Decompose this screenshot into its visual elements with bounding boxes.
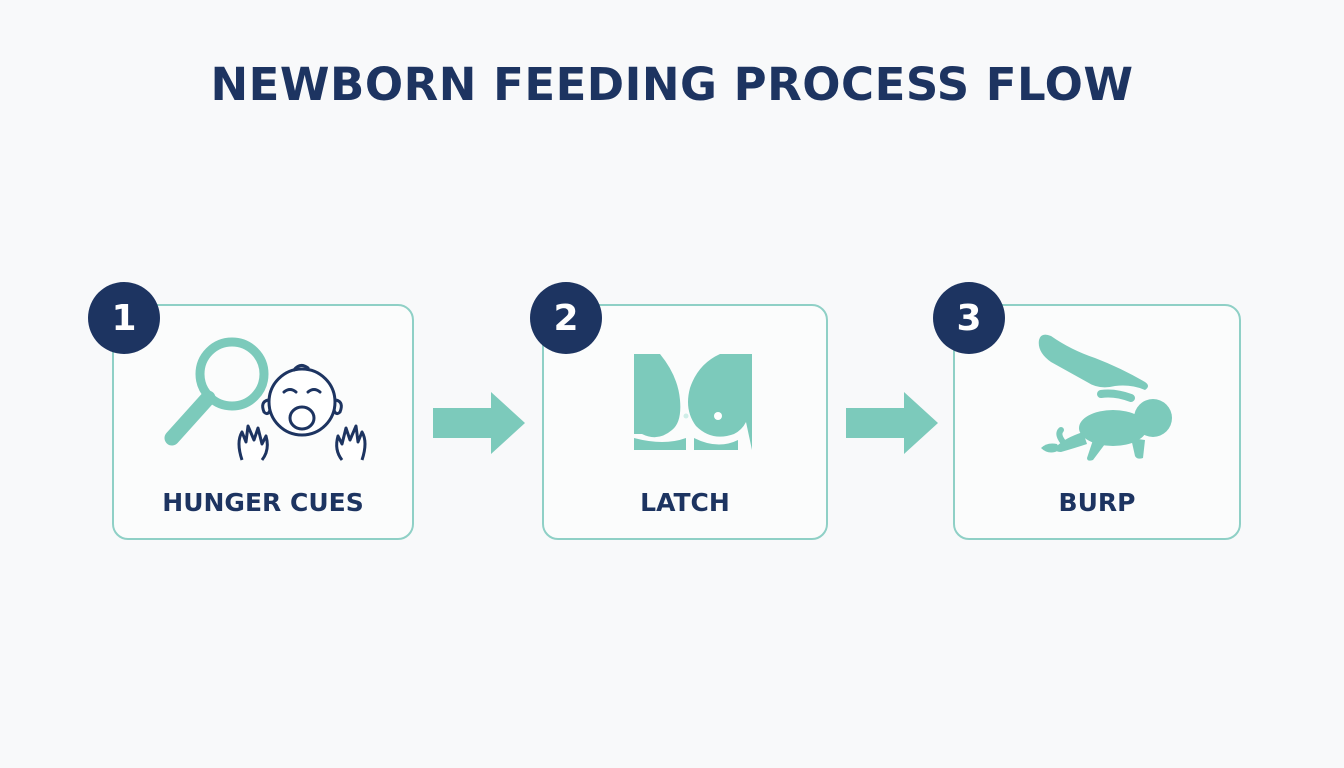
step-card-burp: BURP <box>953 304 1241 540</box>
page-title: NEWBORN FEEDING PROCESS FLOW <box>210 58 1134 111</box>
step-label: BURP <box>1058 488 1136 517</box>
step-number-badge: 1 <box>88 282 160 354</box>
step-number-badge: 2 <box>530 282 602 354</box>
step-label: HUNGER CUES <box>162 488 364 517</box>
breastfeeding-latch-icon <box>634 354 752 450</box>
hand-patting-baby-icon <box>1038 334 1172 461</box>
step-number-badge: 3 <box>933 282 1005 354</box>
arrow-right-icon <box>846 392 938 454</box>
step-card-hunger-cues: HUNGER CUES <box>112 304 414 540</box>
magnifier-crying-baby-icon <box>164 337 367 461</box>
step-label: LATCH <box>640 488 730 517</box>
arrow-right-icon <box>433 392 525 454</box>
